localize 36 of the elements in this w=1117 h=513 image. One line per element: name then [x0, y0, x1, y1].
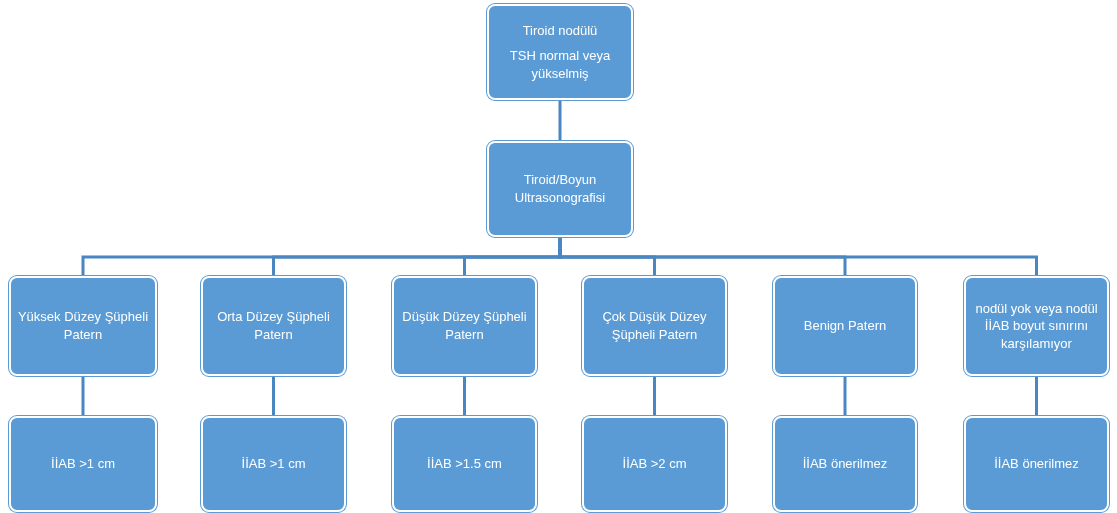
node-text: Yüksek Düzey Şüpheli Patern [17, 308, 149, 344]
connector-line [843, 376, 847, 416]
process-box [201, 416, 346, 512]
node-text: TSH normal veya yükselmiş [508, 47, 612, 83]
process-box [582, 416, 727, 512]
process-box [392, 276, 537, 376]
process-box [773, 276, 917, 376]
node-text: İİAB >2 cm [622, 455, 687, 473]
process-box [487, 4, 633, 100]
node-text: nodül yok veya nodül İİAB boyut sınırını karşılamıyor [974, 299, 1099, 353]
node-text: Benign Patern [803, 317, 887, 335]
node-text: Tiroid/Boyun Ultrasonografisi [513, 171, 607, 207]
process-box [9, 416, 157, 512]
node-text: Tiroid nodülü [522, 21, 598, 40]
node-text: İİAB önerilmez [994, 455, 1079, 473]
connector-line [1035, 376, 1038, 416]
node-text: İİAB >1 cm [241, 455, 306, 473]
node-text: İİAB önerilmez [802, 455, 888, 473]
connector-line [558, 100, 562, 141]
node-text: Çok Düşük Düzey Şüpheli Patern [601, 308, 708, 344]
node-text: Orta Düzey Şüpheli Patern [216, 308, 331, 344]
connector-line [81, 376, 85, 416]
node-text: Düşük Düzey Şüpheli Patern [401, 308, 528, 344]
process-box [487, 141, 633, 237]
process-box [964, 416, 1109, 512]
process-box [773, 416, 917, 512]
node-text: İİAB >1.5 cm [427, 455, 502, 473]
process-box [582, 276, 727, 376]
connector-line [463, 376, 466, 416]
node-text: İİAB >1 cm [51, 455, 115, 473]
process-box [392, 416, 537, 512]
process-box [9, 276, 157, 376]
connector-line [653, 376, 656, 416]
process-box [964, 276, 1109, 376]
connector-line [272, 376, 275, 416]
process-box [201, 276, 346, 376]
